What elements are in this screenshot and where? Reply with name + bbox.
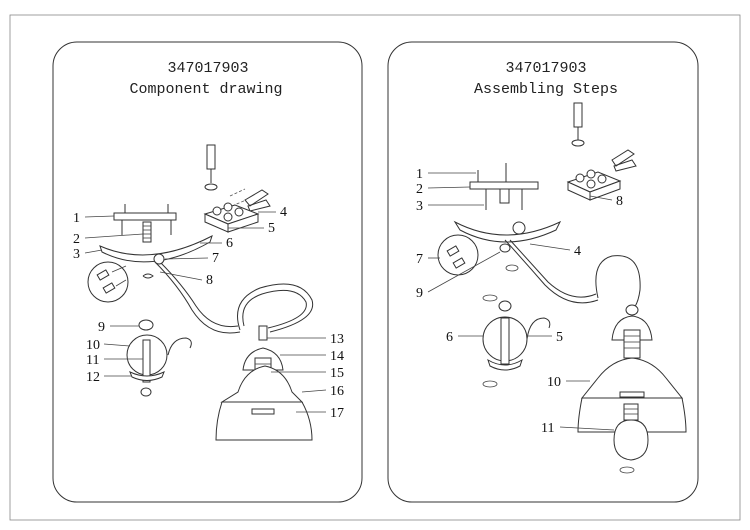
right-callout-8: 8 (616, 194, 623, 209)
right-panel-code: 347017903 (505, 60, 586, 77)
right-callout-2: 2 (416, 182, 423, 197)
left-callout-15: 15 (330, 366, 344, 381)
left-callout-13: 13 (330, 332, 344, 347)
left-callout-6: 6 (226, 236, 233, 251)
mounting-bar (113, 204, 177, 243)
wire-connector-inset (87, 261, 154, 303)
page-border (9, 14, 741, 521)
left-callouts: 1 2 3 4 5 6 7 8 9 10 11 12 13 1 (73, 205, 344, 421)
pliers-illustration-2 (611, 149, 637, 172)
left-callout-7: 7 (212, 251, 219, 266)
left-panel-code: 347017903 (167, 60, 248, 77)
left-callout-11: 11 (86, 353, 99, 368)
screwdriver-illustration-2 (571, 102, 585, 147)
left-callout-8: 8 (206, 273, 213, 288)
component-drawing-panel: 347017903 Component drawing (52, 41, 363, 503)
right-callout-9: 9 (416, 286, 423, 301)
canopy-cup-parts (126, 319, 192, 397)
mounting-bar-2 (469, 163, 539, 210)
right-callout-1: 1 (416, 167, 423, 182)
right-callout-7: 7 (416, 252, 423, 267)
left-panel-frame (52, 41, 363, 503)
left-callout-1: 1 (73, 211, 80, 226)
right-callout-10: 10 (547, 375, 561, 390)
screwdriver-illustration (204, 144, 218, 191)
right-callout-5: 5 (556, 330, 563, 345)
left-callout-3: 3 (73, 247, 80, 262)
right-callouts: 1 2 3 4 5 6 7 8 9 10 11 (416, 167, 623, 436)
left-callout-17: 17 (330, 406, 344, 421)
right-callout-4: 4 (574, 244, 581, 259)
canopy-and-arm (99, 234, 314, 334)
rotation-arrows (482, 264, 635, 474)
left-callout-10: 10 (86, 338, 100, 353)
right-panel-frame (387, 41, 699, 503)
right-callout-6: 6 (446, 330, 453, 345)
assembling-steps-panel: 347017903 Assembling Steps (387, 41, 699, 503)
left-callout-5: 5 (268, 221, 275, 236)
wire-connector-inset-2 (437, 234, 511, 276)
left-callout-12: 12 (86, 370, 100, 385)
left-callout-14: 14 (330, 349, 344, 364)
lamp-head-assembly (577, 304, 687, 461)
right-panel-heading: Assembling Steps (474, 81, 618, 98)
terminal-block-2 (566, 169, 622, 201)
left-callout-9: 9 (98, 320, 105, 335)
left-panel-heading: Component drawing (129, 81, 282, 98)
terminal-block (203, 202, 260, 233)
canopy-cup-assembly (482, 300, 551, 371)
left-callout-16: 16 (330, 384, 344, 399)
lamp-head-parts (215, 325, 313, 441)
left-callout-2: 2 (73, 232, 80, 247)
canopy-2 (453, 220, 641, 311)
left-callout-4: 4 (280, 205, 287, 220)
right-callout-11: 11 (541, 421, 554, 436)
right-callout-3: 3 (416, 199, 423, 214)
